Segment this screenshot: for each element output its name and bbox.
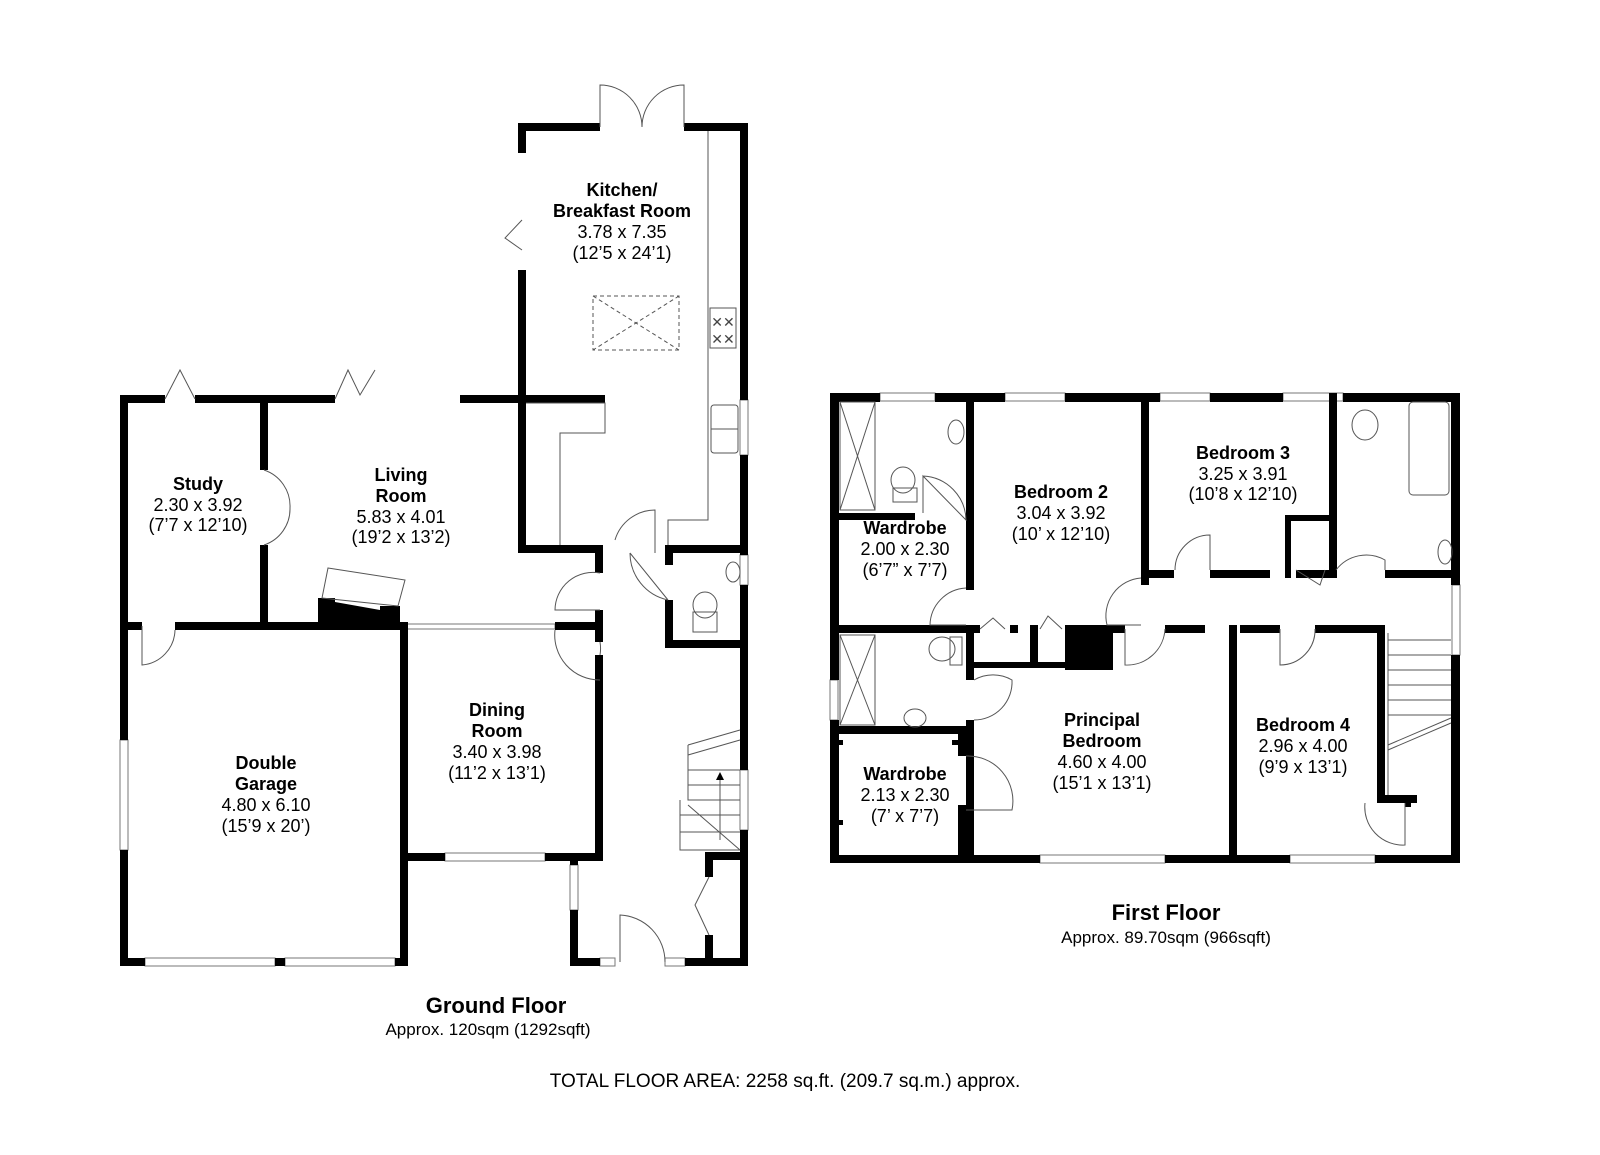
svg-text:✕✕: ✕✕ <box>711 331 734 347</box>
kitchen-imperial: (12’5 x 24’1) <box>572 243 671 263</box>
toilet-icon <box>692 591 718 619</box>
svg-text:✕✕: ✕✕ <box>711 314 734 330</box>
shower-icon <box>839 401 876 511</box>
bedroom3-metric: 3.25 x 3.91 <box>1198 464 1287 484</box>
first-floor-title: First Floor <box>1112 900 1221 925</box>
living-name: Living <box>375 465 428 485</box>
skylight-icon <box>592 295 680 351</box>
kitchen-metric: 3.78 x 7.35 <box>577 222 666 242</box>
bedroom3-imperial: (10’8 x 12’10) <box>1188 484 1297 504</box>
doors <box>922 474 1406 846</box>
garage-name: Garage <box>235 774 297 794</box>
dining-name: Room <box>472 721 523 741</box>
walls <box>830 393 1460 863</box>
principal-imperial: (15’1 x 13’1) <box>1052 773 1151 793</box>
basin-icon <box>903 708 927 728</box>
bedroom3-name: Bedroom 3 <box>1196 443 1290 463</box>
room-labels: Wardrobe 2.00 x 2.30 (6’7” x 7’7) Bedroo… <box>860 443 1350 826</box>
bedroom4-name: Bedroom 4 <box>1256 715 1350 735</box>
staircase <box>679 729 741 851</box>
basin-icon <box>1437 539 1453 565</box>
ground-floor-plan: ✕✕ ✕✕ <box>119 84 749 1039</box>
garage-imperial: (15’9 x 20’) <box>221 816 310 836</box>
study-metric: 2.30 x 3.92 <box>153 495 242 515</box>
kitchen-name: Breakfast Room <box>553 201 691 221</box>
ground-floor-title: Ground Floor <box>426 993 567 1018</box>
principal-name: Bedroom <box>1062 731 1141 751</box>
wardrobe1-name: Wardrobe <box>863 518 946 538</box>
wardrobe1-imperial: (6’7” x 7’7) <box>862 560 947 580</box>
bedroom2-imperial: (10’ x 12’10) <box>1012 524 1110 544</box>
total-floor-area: TOTAL FLOOR AREA: 2258 sq.ft. (209.7 sq.… <box>550 1071 1021 1092</box>
ground-floor-area: Approx. 120sqm (1292sqft) <box>385 1020 590 1039</box>
living-name: Room <box>376 486 427 506</box>
bedroom2-name: Bedroom 2 <box>1014 482 1108 502</box>
principal-name: Principal <box>1064 710 1140 730</box>
basin-icon <box>947 419 965 445</box>
bath-icon <box>1408 401 1450 496</box>
doors <box>141 84 710 963</box>
walls <box>120 123 748 966</box>
arrow-up-icon <box>716 772 724 780</box>
wardrobe2-name: Wardrobe <box>863 764 946 784</box>
study-imperial: (7’7 x 12’10) <box>148 515 247 535</box>
dining-imperial: (11’2 x 13’1) <box>448 763 546 783</box>
dining-metric: 3.40 x 3.98 <box>452 742 541 762</box>
fixtures <box>839 401 1453 795</box>
bedroom2-metric: 3.04 x 3.92 <box>1016 503 1105 523</box>
first-floor-plan: Wardrobe 2.00 x 2.30 (6’7” x 7’7) Bedroo… <box>829 392 1461 947</box>
bedroom4-imperial: (9’9 x 13’1) <box>1258 757 1347 777</box>
garage-name: Double <box>236 753 297 773</box>
room-labels: Kitchen/ Breakfast Room 3.78 x 7.35 (12’… <box>148 180 691 836</box>
wardrobe1-metric: 2.00 x 2.30 <box>860 539 949 559</box>
toilet-icon <box>1351 409 1379 441</box>
wardrobe2-metric: 2.13 x 2.30 <box>860 785 949 805</box>
living-metric: 5.83 x 4.01 <box>356 507 445 527</box>
study-name: Study <box>173 474 223 494</box>
dining-name: Dining <box>469 700 525 720</box>
toilet-icon <box>890 466 916 494</box>
wardrobe2-imperial: (7’ x 7’7) <box>871 806 939 826</box>
garage-metric: 4.80 x 6.10 <box>221 795 310 815</box>
living-imperial: (19’2 x 13’2) <box>351 527 450 547</box>
hob-icon <box>709 307 737 349</box>
bedroom4-metric: 2.96 x 4.00 <box>1258 736 1347 756</box>
shower-icon <box>839 634 876 726</box>
staircase <box>1387 633 1452 795</box>
principal-metric: 4.60 x 4.00 <box>1057 752 1146 772</box>
toilet-icon <box>928 636 956 662</box>
kitchen-name: Kitchen/ <box>586 180 657 200</box>
fixtures: ✕✕ ✕✕ <box>526 131 741 851</box>
basin-icon <box>725 561 741 583</box>
first-floor-area: Approx. 89.70sqm (966sqft) <box>1061 928 1271 947</box>
